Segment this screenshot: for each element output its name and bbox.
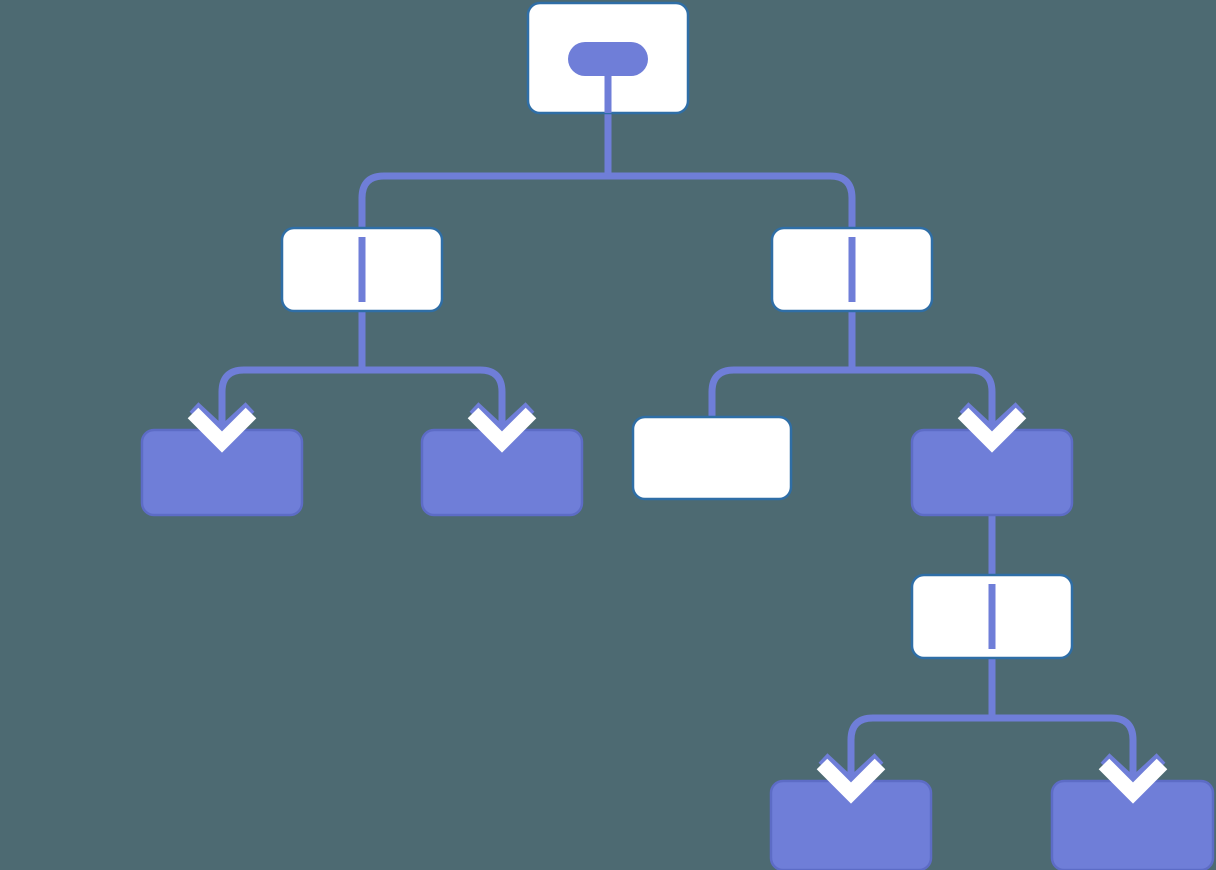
tree-edge [604,113,856,228]
double-chevron-arrowhead-icon [467,402,537,453]
arrowheads-layer [187,402,1168,804]
double-chevron-arrowhead-icon [816,753,886,804]
chevron-white-icon [957,407,1027,453]
chevron-white-icon [187,407,257,453]
tree-edge [218,228,366,430]
chevron-white-icon [816,758,886,804]
tree-node-n5[interactable] [631,415,793,501]
edges-layer [218,113,1137,781]
tree-edge [848,228,996,430]
edge-overlay-layer [358,70,996,649]
tree-edge [358,113,612,228]
tree-edge [708,228,856,417]
tree-edge [358,228,506,430]
tree-edge [847,658,996,781]
tree-node-n0[interactable] [526,1,690,115]
chevron-white-icon [1098,758,1168,804]
tree-edge [988,658,1137,781]
chevron-white-icon [467,407,537,453]
node-card-white[interactable] [631,415,793,501]
double-chevron-arrowhead-icon [1098,753,1168,804]
double-chevron-arrowhead-icon [957,402,1027,453]
nodes-layer [140,1,1215,870]
double-chevron-arrowhead-icon [187,402,257,453]
root-pill-badge [568,42,648,76]
